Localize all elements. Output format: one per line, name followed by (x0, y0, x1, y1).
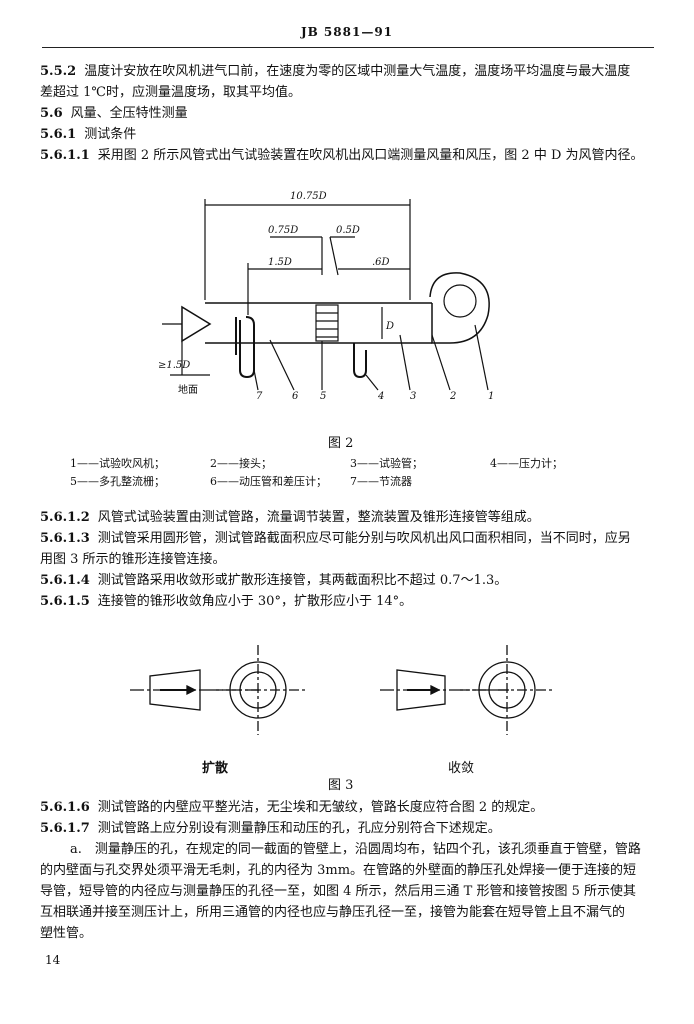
clause-text: 采用图 2 所示风管式出气试验装置在吹风机出风口端测量风量和风压，图 2 中 D… (97, 148, 644, 163)
figure-3-drawing (130, 645, 555, 735)
figure-2-drawing: 10.75D 0.75D 0.5D 1.5D .6D D ≥1.5D 地面 7 … (158, 191, 494, 402)
paragraph-a-line: 的内壁面与孔交界处须平滑无毛刺，孔的内径为 3mm。在管路的外壁面的静压孔处焊接… (40, 863, 637, 878)
clause-text: 用图 3 所示的锥形连接管连接。 (40, 552, 226, 567)
paragraph-a-line: a. 测量静压的孔，在规定的同一截面的管壁上，沿圆周均布，钻四个孔，该孔须垂直于… (70, 842, 641, 857)
nozzle-cone (396, 669, 446, 711)
page-number: 14 (45, 953, 61, 967)
clause-number: 5.6.1.2 (40, 510, 90, 525)
clause-text: 连接管的锥形收敛角应小于 30°，扩散形应小于 14°。 (97, 594, 413, 609)
text-line: 5.6.1.7 测试管路上应分别设有测量静压和动压的孔，孔应分别符合下述规定。 (40, 821, 501, 837)
clause-number: 5.6.1.3 (40, 531, 90, 546)
nozzle-label: 收敛 (448, 761, 475, 776)
legend-item: 3——试验管； (350, 457, 423, 470)
legend-item: 5——多孔整流栅； (70, 475, 165, 488)
callout-7: 7 (256, 391, 263, 402)
clause-text: 测试管路的内壁应平整光洁，无尘埃和无皱纹，管路长度应符合图 2 的规定。 (97, 800, 544, 815)
clause-text: 差超过 1℃时，应测量温度场，取其平均值。 (40, 85, 301, 100)
text-line: 5.6.1 测试条件 (40, 127, 136, 143)
clause-number: 5.6 (40, 106, 63, 121)
clause-number: 5.6.1 (40, 127, 77, 142)
dim-0-75d: 0.75D (268, 225, 298, 236)
text-line: 5.6.1.4 测试管路采用收敛形或扩散形连接管，其两截面积比不超过 0.7～1.… (40, 573, 507, 589)
paragraph-a-line: 塑性管。 (40, 926, 93, 941)
text-line: 5.5.2 温度计安放在吹风机进气口前，在速度为零的区域中测量大气温度，温度场平均… (40, 64, 630, 80)
flow-arrowhead (186, 684, 197, 696)
text-line: 5.6 风量、全压特性测量 (40, 106, 188, 122)
clause-text: 温度计安放在吹风机进气口前，在速度为零的区域中测量大气温度，温度场平均温度与最大… (84, 64, 631, 79)
clause-text: 测试条件 (84, 127, 137, 142)
callout-leader (253, 369, 259, 391)
clause-text: 测试管采用圆形管，测试管路截面积应尽可能分别与吹风机出风口面积相同，当不同时，应… (97, 531, 631, 546)
callout-4: 4 (377, 391, 384, 402)
flow-arrowhead (430, 684, 441, 696)
callout-leader (474, 324, 489, 391)
pressure-gauge-tube (353, 343, 367, 379)
fan-impeller (443, 284, 477, 318)
figure-3-caption: 图 3 (328, 778, 354, 793)
text-line: 5.6.1.2 风管式试验装置由测试管路，流量调节装置，整流装置及锥形连接管等组成… (40, 510, 540, 526)
text-line: 5.6.1.3 测试管采用圆形管，测试管路截面积应尽可能分别与吹风机出风口面积相同… (40, 531, 631, 547)
callout-3: 3 (410, 391, 416, 402)
clause-text: 测试管路上应分别设有测量静压和动压的孔，孔应分别符合下述规定。 (97, 821, 501, 836)
callout-leader (399, 334, 411, 391)
callout-2: 2 (449, 391, 456, 402)
nozzle-outer-circle (478, 661, 536, 719)
clause-number: 5.6.1.4 (40, 573, 90, 588)
dim-total: 10.75D (290, 191, 327, 202)
figure-2-caption: 图 2 (328, 436, 354, 451)
legend-item: 1——试验吹风机； (70, 457, 165, 470)
text-line: 5.6.1.1 采用图 2 所示风管式出气试验装置在吹风机出风口端测量风量和风压，… (40, 148, 644, 164)
callout-leader (269, 339, 295, 391)
text-line: 5.6.1.5 连接管的锥形收敛角应小于 30°，扩散形应小于 14°。 (40, 594, 412, 610)
callout-6: 6 (292, 391, 299, 402)
legend-item: 7——节流器 (350, 475, 412, 488)
clause-text: 风量、全压特性测量 (70, 106, 188, 121)
diffuser-cone (149, 669, 201, 711)
dim-diameter: D (385, 321, 394, 332)
honeycomb-straightener (315, 304, 339, 342)
callout-leader (431, 334, 451, 391)
clause-number: 5.6.1.6 (40, 800, 90, 815)
diffuser-label: 扩散 (202, 761, 229, 776)
pitot-tube (239, 316, 255, 379)
legend-item: 2——接头； (210, 457, 272, 470)
dim-6d: .6D (372, 257, 390, 268)
clause-text: 风管式试验装置由测试管路，流量调节装置，整流装置及锥形连接管等组成。 (97, 510, 540, 525)
dim-1-5d: 1.5D (268, 257, 292, 268)
dim-height: ≥1.5D (158, 360, 190, 371)
callout-leader (365, 374, 379, 391)
clause-number: 5.6.1.7 (40, 821, 90, 836)
clause-number: 5.6.1.5 (40, 594, 90, 609)
text-line: 5.6.1.6 测试管路的内壁应平整光洁，无尘埃和无皱纹，管路长度应符合图 2 的… (40, 800, 543, 816)
text-line: 用图 3 所示的锥形连接管连接。 (40, 552, 226, 568)
diffuser-outer-circle (229, 661, 287, 719)
dim-0-5d: 0.5D (336, 225, 360, 236)
paragraph-a-line: 导管，短导管的内径应与测量静压的孔径一至，如图 4 所示，然后用三通 T 形管和… (40, 884, 637, 899)
throttle-cone (181, 305, 212, 343)
fan-housing (429, 272, 490, 344)
dimension-leader (329, 236, 339, 276)
nozzle-inner-circle (488, 671, 526, 709)
page-header: JB 5881—91 (300, 25, 394, 39)
callout-5: 5 (320, 391, 326, 402)
diffuser-inner-circle (239, 671, 277, 709)
header-rule (42, 47, 654, 48)
paragraph-a-line: 互相联通并接至测压计上，所用三通管的内径也应与静压孔径一至，接管为能套在短导管上… (40, 905, 626, 920)
callout-1: 1 (488, 391, 494, 402)
clause-text: 测试管路采用收敛形或扩散形连接管，其两截面积比不超过 0.7～1.3。 (97, 573, 508, 588)
legend-item: 6——动压管和差压计； (210, 475, 327, 488)
clause-number: 5.5.2 (40, 64, 77, 79)
clause-number: 5.6.1.1 (40, 148, 90, 163)
text-line: 差超过 1℃时，应测量温度场，取其平均值。 (40, 85, 301, 101)
legend-item: 4——压力计； (490, 457, 563, 470)
ground-label: 地面 (178, 383, 198, 396)
